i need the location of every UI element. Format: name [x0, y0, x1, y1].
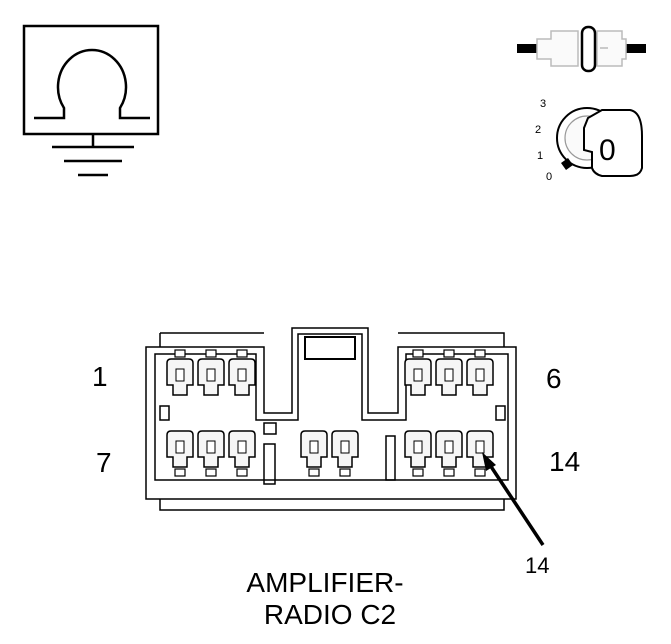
- ground-ohm-icon: [22, 24, 160, 177]
- terminal-cavity: [228, 349, 256, 396]
- connector-name-line2: RADIO C2: [264, 599, 396, 630]
- terminal-cavity: [404, 430, 432, 477]
- key-label: 0: [599, 134, 616, 167]
- callout-arrow: [482, 452, 545, 546]
- terminal-cavities: [166, 349, 494, 477]
- connector-name-line1: AMPLIFIER-: [246, 567, 403, 598]
- terminal-cavity: [228, 430, 256, 477]
- terminal-cavity: [300, 430, 328, 477]
- terminal-cavity: [166, 349, 194, 396]
- terminal-cavity: [435, 349, 463, 396]
- connector-housing: [145, 327, 517, 511]
- terminal-cavity: [197, 430, 225, 477]
- terminal-cavity: [331, 430, 359, 477]
- pin-label-6: 6: [546, 363, 562, 394]
- pin-label-1: 1: [92, 361, 108, 392]
- key-position-1: 1: [537, 150, 543, 162]
- terminal-cavity: [404, 349, 432, 396]
- terminal-cavity: [166, 430, 194, 477]
- ignition-key-icon: 3 2 1 0 0: [535, 98, 643, 183]
- fuse-icon: [517, 25, 646, 73]
- terminal-cavity: [466, 430, 494, 477]
- terminal-cavity: [466, 349, 494, 396]
- key-position-3: 3: [540, 98, 546, 110]
- key-position-0: 0: [546, 171, 552, 183]
- pin-label-14: 14: [549, 446, 580, 477]
- callout-label: 14: [525, 553, 549, 578]
- terminal-cavity: [435, 430, 463, 477]
- key-position-2: 2: [535, 124, 541, 136]
- terminal-cavity: [197, 349, 225, 396]
- pin-label-7: 7: [96, 447, 112, 478]
